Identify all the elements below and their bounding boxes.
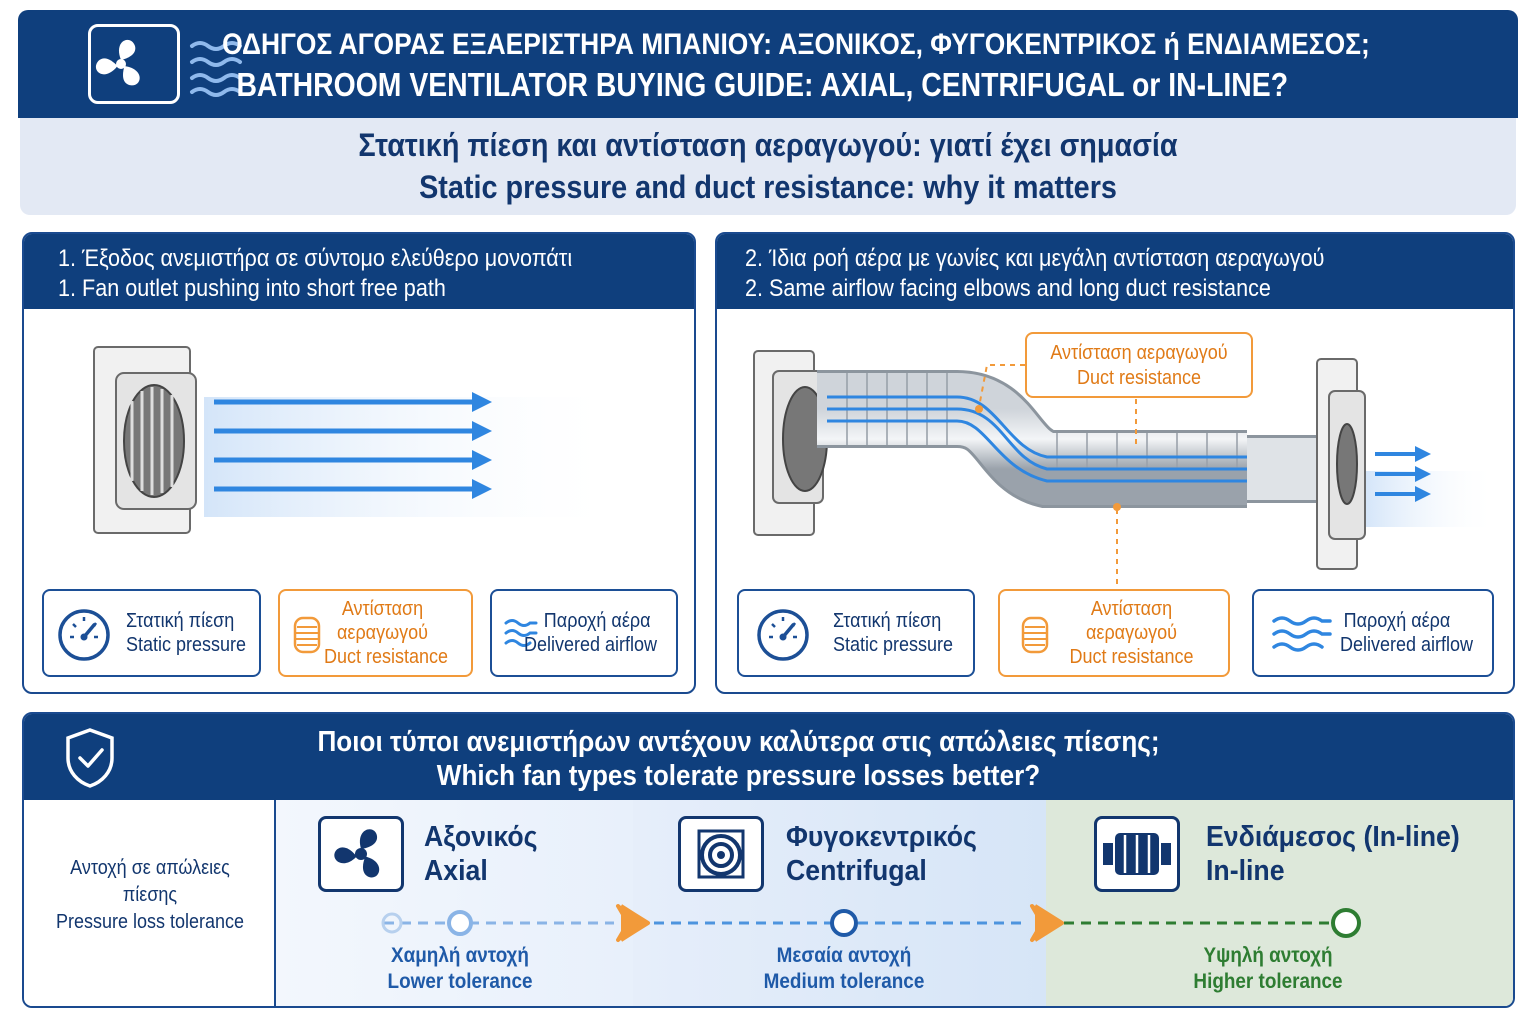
inline-fan-icon bbox=[1094, 816, 1180, 892]
gauge-icon bbox=[757, 609, 809, 661]
airflow-waves-icon bbox=[190, 41, 242, 97]
legend-delivered-airflow-2: Παροχή αέρα Delivered airflow bbox=[1252, 589, 1494, 677]
legend-duct-resistance-2: Αντίσταση αεραγωγού Duct resistance bbox=[998, 589, 1230, 677]
airflow-icon bbox=[504, 619, 538, 647]
axial-tolerance: Χαμηλή αντοχή Lower tolerance bbox=[387, 944, 533, 993]
panel-duct-resistance: 2. Ίδια ροή αέρα με γωνίες και μεγάλη αν… bbox=[715, 232, 1515, 694]
centrifugal-fan-icon bbox=[678, 816, 764, 892]
panel-1-title-english: 1. Fan outlet pushing into short free pa… bbox=[58, 275, 446, 302]
panel-2-title-greek: 2. Ίδια ροή αέρα με γωνίες και μεγάλη αν… bbox=[745, 245, 1325, 272]
duct-resistance-callout: Αντίσταση αεραγωγού Duct resistance bbox=[1025, 332, 1253, 398]
centrifugal-name: Φυγοκεντρικός Centrifugal bbox=[786, 821, 977, 887]
inline-name: Ενδιάμεσος (In-line) In-line bbox=[1206, 821, 1460, 887]
comparison-question-greek: Ποιοι τύποι ανεμιστήρων αντέχουν καλύτερ… bbox=[317, 726, 1160, 758]
legend-airflow-label-2: Παροχή αέρα Delivered airflow bbox=[1340, 610, 1474, 656]
panel-1-title-greek: 1. Έξοδος ανεμιστήρα σε σύντομο ελεύθερο… bbox=[58, 245, 573, 272]
legend-static-pressure-2: Στατική πίεση Static pressure bbox=[737, 589, 975, 677]
centrifugal-tolerance: Μεσαία αντοχή Medium tolerance bbox=[763, 944, 925, 993]
airflow-icon bbox=[1272, 616, 1332, 652]
legend-delivered-airflow: Παροχή αέρα Delivered airflow bbox=[490, 589, 678, 677]
fan-icon bbox=[88, 24, 180, 104]
subtitle-english: Static pressure and duct resistance: why… bbox=[419, 169, 1117, 205]
tolerance-scale bbox=[381, 904, 1361, 942]
legend-static-label: Στατική πίεση Static pressure bbox=[126, 610, 247, 656]
duct-icon bbox=[1021, 616, 1049, 654]
free-path-illustration bbox=[93, 346, 624, 534]
axial-marker bbox=[447, 910, 473, 936]
subtitle-greek: Στατική πίεση και αντίσταση αεραγωγού: γ… bbox=[358, 127, 1178, 163]
panel-2-title-english: 2. Same airflow facing elbows and long d… bbox=[745, 275, 1271, 302]
row-label-cell: Αντοχή σε απώλειες πίεσης Pressure loss … bbox=[24, 800, 276, 1006]
axial-name: Αξονικός Axial bbox=[424, 821, 538, 887]
legend-duct-label-2: Αντίσταση αεραγωγού Duct resistance bbox=[1069, 598, 1194, 668]
panel-2-header: 2. Ίδια ροή αέρα με γωνίες και μεγάλη αν… bbox=[717, 234, 1513, 309]
legend-duct-resistance: Αντίσταση αεραγωγού Duct resistance bbox=[278, 589, 473, 677]
inline-marker bbox=[1331, 908, 1361, 938]
comparison-header: Ποιοι τύποι ανεμιστήρων αντέχουν καλύτερ… bbox=[24, 714, 1513, 800]
page-title-english: BATHROOM VENTILATOR BUYING GUIDE: AXIAL,… bbox=[236, 66, 1289, 103]
inline-tolerance: Υψηλή αντοχή Higher tolerance bbox=[1193, 944, 1343, 993]
airflow-arrows bbox=[214, 392, 492, 499]
comparison-section: Ποιοι τύποι ανεμιστήρων αντέχουν καλύτερ… bbox=[22, 712, 1515, 1008]
duct-path-illustration bbox=[753, 350, 1497, 587]
legend-airflow-label: Παροχή αέρα Delivered airflow bbox=[524, 610, 658, 656]
header-banner: ΟΔΗΓΟΣ ΑΓΟΡΑΣ ΕΞΑΕΡΙΣΤΗΡΑ ΜΠΑΝΙΟΥ: ΑΞΟΝΙ… bbox=[18, 10, 1518, 118]
gauge-icon bbox=[58, 609, 110, 661]
legend-duct-label: Αντίσταση αεραγωγού Duct resistance bbox=[324, 598, 449, 668]
panel-1-header: 1. Έξοδος ανεμιστήρα σε σύντομο ελεύθερο… bbox=[24, 234, 694, 309]
comparison-question-english: Which fan types tolerate pressure losses… bbox=[436, 760, 1041, 792]
pressure-loss-tolerance-label: Αντοχή σε απώλειες πίεσης Pressure loss … bbox=[55, 857, 245, 933]
centrifugal-marker bbox=[830, 909, 858, 937]
legend-static-label-2: Στατική πίεση Static pressure bbox=[833, 610, 954, 656]
shield-check-icon bbox=[66, 728, 114, 788]
wall-plate bbox=[93, 346, 197, 534]
section-subtitle: Στατική πίεση και αντίσταση αεραγωγού: γ… bbox=[20, 118, 1516, 215]
page-title-greek: ΟΔΗΓΟΣ ΑΓΟΡΑΣ ΕΞΑΕΡΙΣΤΗΡΑ ΜΠΑΝΙΟΥ: ΑΞΟΝΙ… bbox=[222, 28, 1370, 61]
duct-icon bbox=[293, 616, 321, 654]
panel-free-path: 1. Έξοδος ανεμιστήρα σε σύντομο ελεύθερο… bbox=[22, 232, 696, 694]
legend-static-pressure: Στατική πίεση Static pressure bbox=[42, 589, 261, 677]
axial-fan-icon bbox=[318, 816, 404, 892]
